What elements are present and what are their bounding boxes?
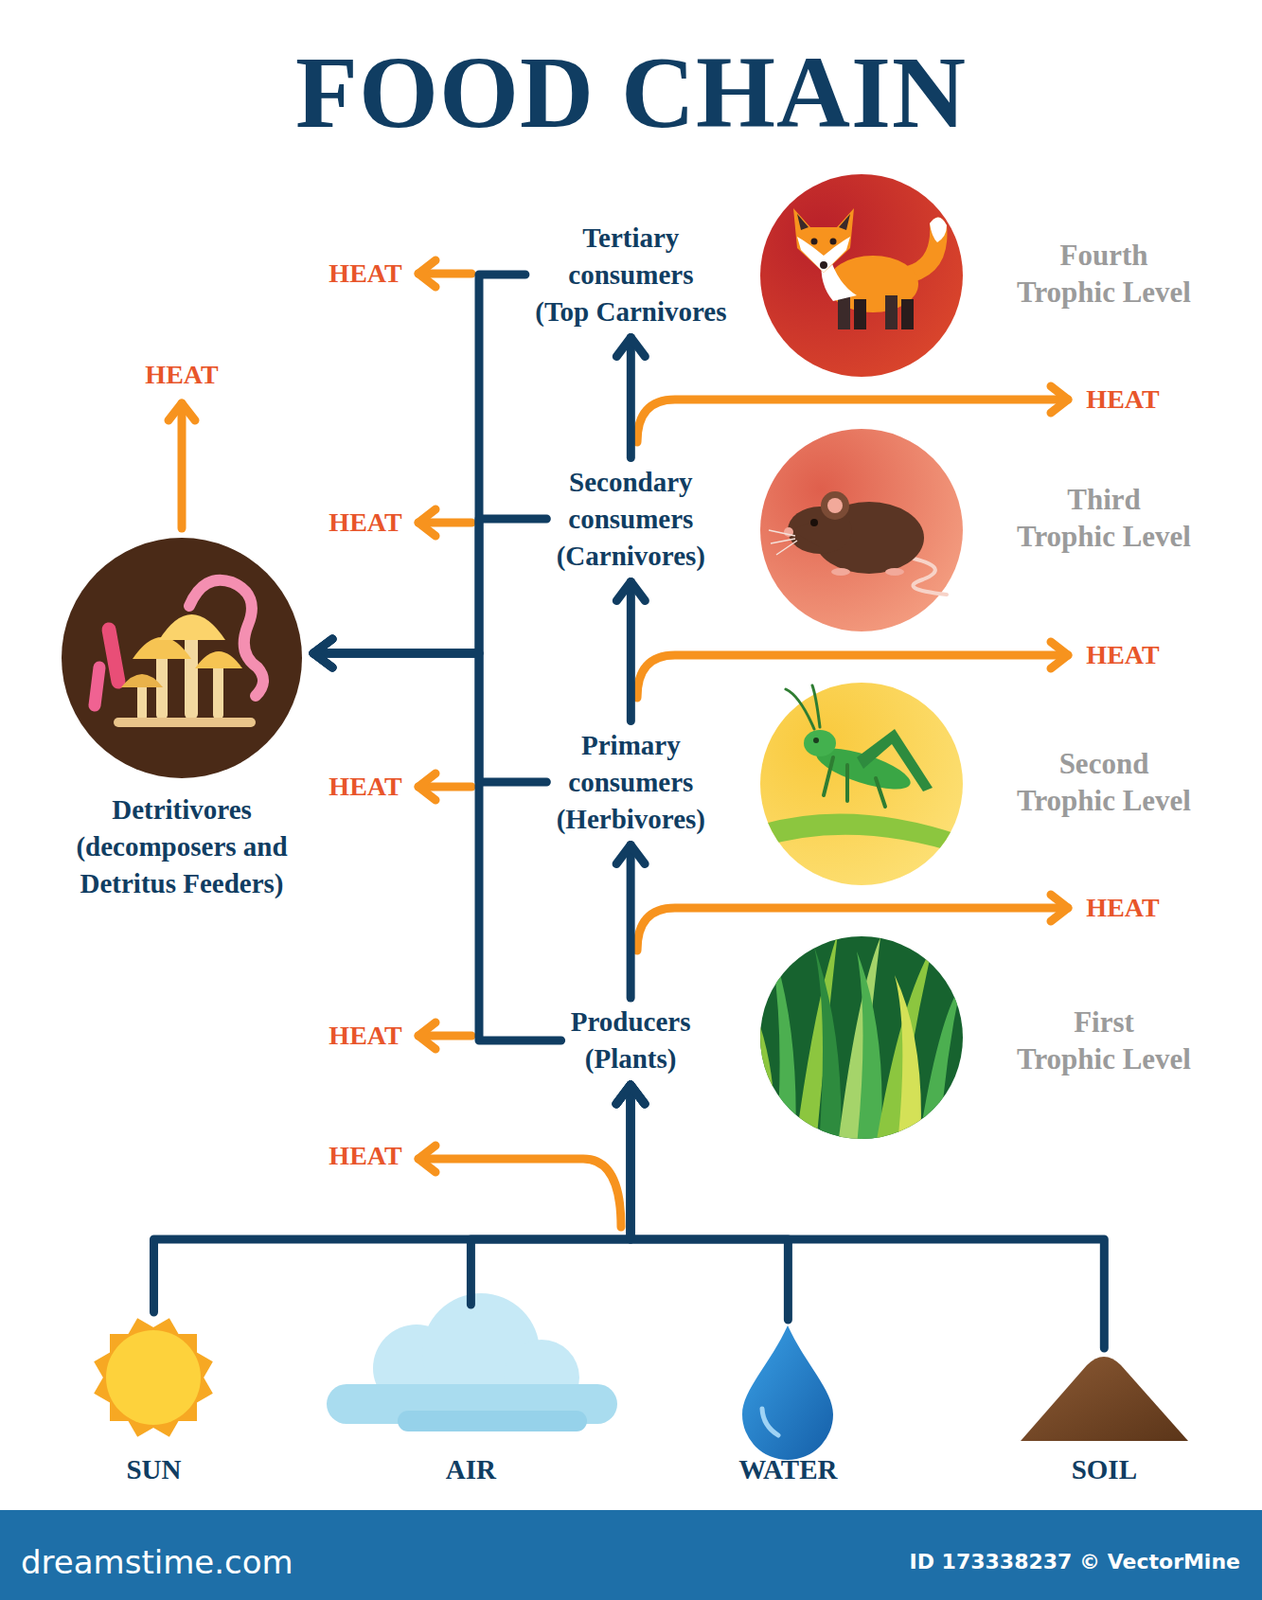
grasshopper-illustration [757,682,966,886]
heat-label: HEAT [144,359,218,391]
node-text: Detritivores (decomposers and Detritus F… [61,791,303,903]
flow-arrow [626,337,636,459]
sun-icon [93,1317,214,1438]
heat-label: HEAT [1085,639,1159,671]
heat-label: HEAT [1085,892,1159,924]
flow-arrow [630,1084,788,1320]
source-label: SOIL [1066,1351,1141,1489]
flow-arrow [313,518,547,654]
trophic-level-label: First Trophic Level [1016,1003,1191,1078]
trophic-level-label: Second Trophic Level [1016,745,1191,819]
trophic-node: Secondary consumers (Carnivores) [551,463,710,575]
soil-icon [1020,1356,1189,1441]
heat-label: HEAT [328,507,402,538]
heat-label: HEAT [328,258,402,289]
detritivore-node: Detritivores (decomposers and Detritus F… [57,535,306,903]
cloud-icon [326,1293,618,1432]
trophic-level-label: Third Trophic Level [1016,480,1191,555]
heat-label: HEAT [328,1020,402,1051]
flow-arrow [313,653,562,1041]
trophic-level-label: Fourth Trophic Level [1016,236,1191,311]
water-drop-icon [742,1325,834,1460]
node-text: SOIL [1070,1451,1138,1489]
trophic-node: Primary consumers (Herbivores) [551,727,710,838]
trophic-node: Producers (Plants) [567,1003,695,1078]
fox-illustration [760,174,963,377]
decomposer-illustration [61,537,303,779]
flow-arrow [626,582,636,722]
flow-arrow [153,1084,631,1313]
node-text: Tertiary consumers (Top Carnivores [534,219,728,331]
heat-label: HEAT [1085,384,1159,415]
watermark: dreamstime.com [20,1543,294,1582]
title: FOOD CHAIN [0,35,1262,150]
node-text: Producers (Plants) [570,1003,692,1078]
watermark: ID 173338237 © VectorMine [909,1548,1241,1576]
source-label: AIR [441,1308,500,1489]
flow-arrow [630,1084,1104,1349]
trophic-node: Tertiary consumers (Top Carnivores [531,219,731,331]
footer-bar [0,1510,1262,1600]
flow-arrow [313,274,526,654]
node-text: WATER [738,1451,838,1489]
source-label: WATER [734,1323,842,1489]
flow-arrow [313,653,547,783]
flow-arrow [626,845,636,999]
flow-arrow [470,1084,631,1305]
heat-arrows [181,273,1068,1227]
node-text: AIR [444,1451,497,1489]
node-text: Secondary consumers (Carnivores) [555,463,706,575]
heat-label: HEAT [328,1140,402,1172]
source-label: SUN [122,1315,186,1489]
node-text: Primary consumers (Herbivores) [555,727,706,838]
grass-illustration [747,932,963,1146]
mouse-illustration [760,428,963,632]
node-text: SUN [125,1451,182,1489]
heat-label: HEAT [328,771,402,802]
